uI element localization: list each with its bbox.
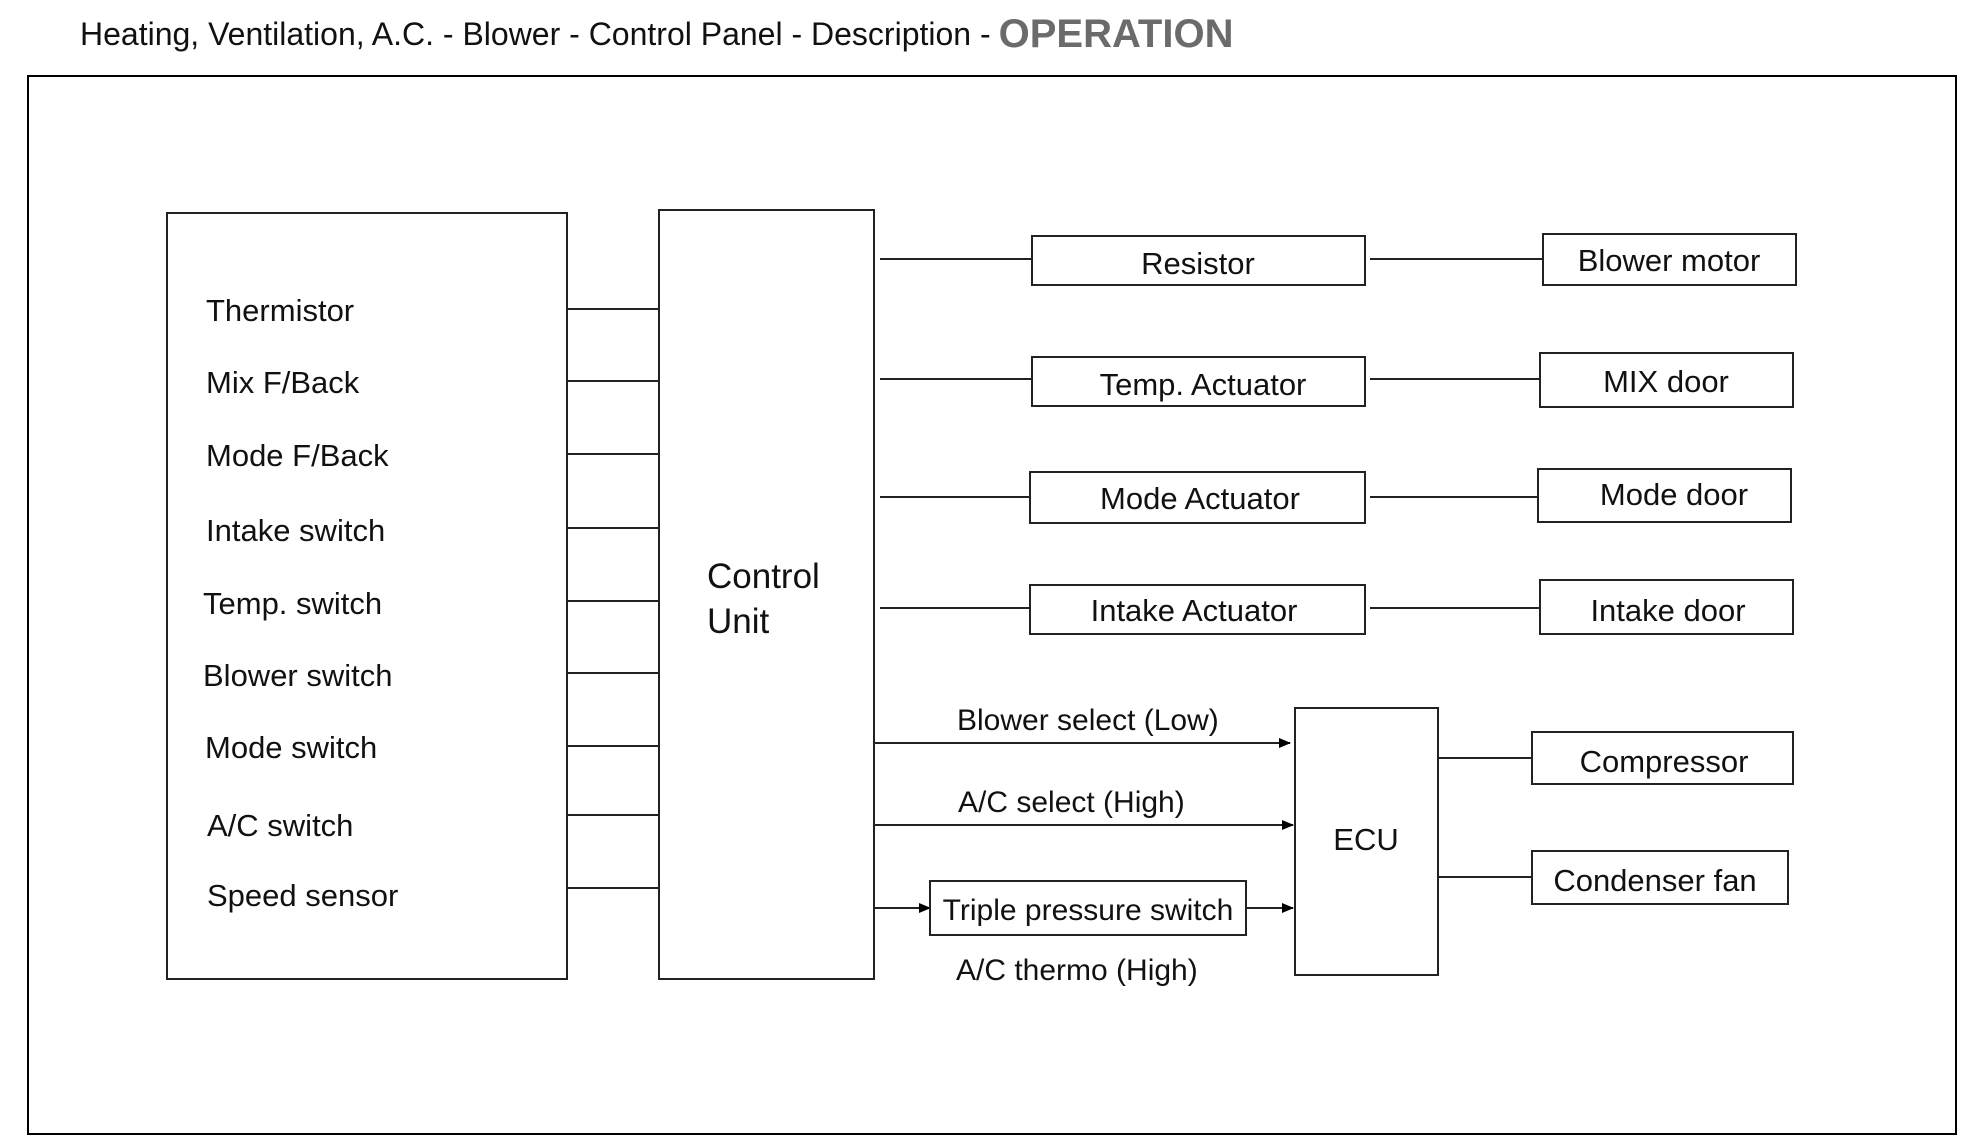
resistor-box xyxy=(1031,235,1366,286)
input-label: Speed sensor xyxy=(207,878,398,913)
mode-actuator-box xyxy=(1029,471,1366,524)
triple-pressure-switch-label: Triple pressure switch xyxy=(943,894,1234,927)
page-header: Heating, Ventilation, A.C. - Blower - Co… xyxy=(80,6,1233,62)
ac-thermo-label: A/C thermo (High) xyxy=(956,954,1198,987)
input-label: A/C switch xyxy=(207,808,353,843)
ecu-label: ECU xyxy=(1333,822,1398,857)
mix-door-label: MIX door xyxy=(1603,364,1729,399)
input-label: Temp. switch xyxy=(203,586,382,621)
control-unit-label: Unit xyxy=(707,602,770,641)
blower-motor-box xyxy=(1542,233,1797,286)
mode-door-box xyxy=(1537,468,1792,523)
mode-actuator-label: Mode Actuator xyxy=(1100,481,1300,516)
compressor-label: Compressor xyxy=(1580,744,1749,779)
compressor-box xyxy=(1531,731,1794,785)
resistor-label: Resistor xyxy=(1141,246,1255,281)
control-unit-label: Control xyxy=(707,557,820,596)
input-label: Mode F/Back xyxy=(206,438,389,473)
page-title: Heating, Ventilation, A.C. - Blower - Co… xyxy=(80,15,991,52)
ecu-block xyxy=(1294,707,1439,976)
temp-actuator-label: Temp. Actuator xyxy=(1100,367,1307,402)
input-connectors xyxy=(567,308,659,889)
condenser-fan-label: Condenser fan xyxy=(1553,863,1756,898)
input-label: Thermistor xyxy=(206,293,354,328)
intake-actuator-label: Intake Actuator xyxy=(1091,593,1298,628)
control-unit-block xyxy=(658,209,875,980)
inputs-block xyxy=(166,212,568,980)
input-label: Intake switch xyxy=(206,513,385,548)
mode-door-label: Mode door xyxy=(1600,477,1748,512)
actuator-connectors xyxy=(880,258,1543,609)
blower-select-label: Blower select (Low) xyxy=(957,704,1219,737)
section-label: OPERATION xyxy=(998,11,1234,56)
ac-select-label: A/C select (High) xyxy=(958,786,1185,819)
blower-motor-label: Blower motor xyxy=(1578,243,1761,278)
input-label: Blower switch xyxy=(203,658,393,693)
input-label: Mode switch xyxy=(205,730,377,765)
mix-door-box xyxy=(1539,352,1794,408)
intake-door-box xyxy=(1539,579,1794,635)
intake-door-label: Intake door xyxy=(1590,593,1745,628)
input-label: Mix F/Back xyxy=(206,365,360,400)
condenser-fan-box xyxy=(1531,850,1789,905)
diagram-frame xyxy=(27,75,1957,1135)
intake-actuator-box xyxy=(1029,584,1366,635)
triple-pressure-switch-box xyxy=(929,880,1247,936)
temp-actuator-box xyxy=(1031,356,1366,407)
